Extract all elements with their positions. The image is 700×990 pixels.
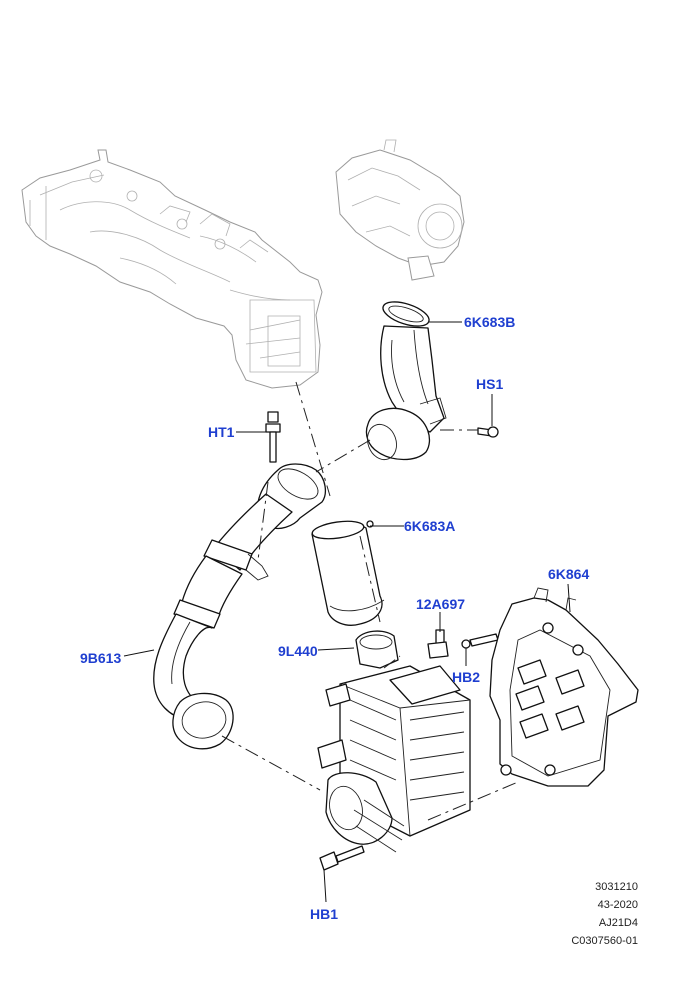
reference-code-2: 43-2020	[597, 899, 638, 911]
leader-lines	[123, 321, 571, 903]
bracket-6k864	[489, 587, 639, 787]
callout-hs1[interactable]: HS1	[476, 376, 504, 392]
callout-9b613[interactable]: 9B613	[80, 650, 122, 666]
callout-hb2[interactable]: HB2	[452, 669, 481, 685]
callout-9l440[interactable]: 9L440	[278, 643, 318, 659]
sensor-12a697	[427, 629, 449, 659]
callout-6k864[interactable]: 6K864	[548, 566, 590, 582]
throttle-body	[335, 139, 465, 281]
intercooler-9l440	[317, 630, 471, 853]
reference-code-4: C0307560-01	[571, 935, 638, 947]
callout-ht1[interactable]: HT1	[208, 424, 235, 440]
callout-6k683a[interactable]: 6K683A	[404, 518, 456, 534]
bolt-hb2	[461, 633, 499, 649]
hose-9b613	[153, 463, 327, 750]
air-duct-6k683b	[365, 301, 447, 461]
callout-6k683b[interactable]: 6K683B	[464, 314, 516, 330]
assembly-lines	[221, 381, 519, 821]
reference-code-3: AJ21D4	[598, 917, 638, 929]
bolt-hb1	[319, 845, 365, 871]
bolt-hs1	[477, 426, 499, 438]
hose-6k683a	[311, 520, 385, 626]
callout-hb1[interactable]: HB1	[310, 906, 339, 922]
intake-manifold	[21, 149, 323, 389]
sensor-ht1	[265, 411, 281, 463]
reference-code-1: 3031210	[595, 881, 638, 893]
callout-12a697[interactable]: 12A697	[416, 596, 466, 612]
